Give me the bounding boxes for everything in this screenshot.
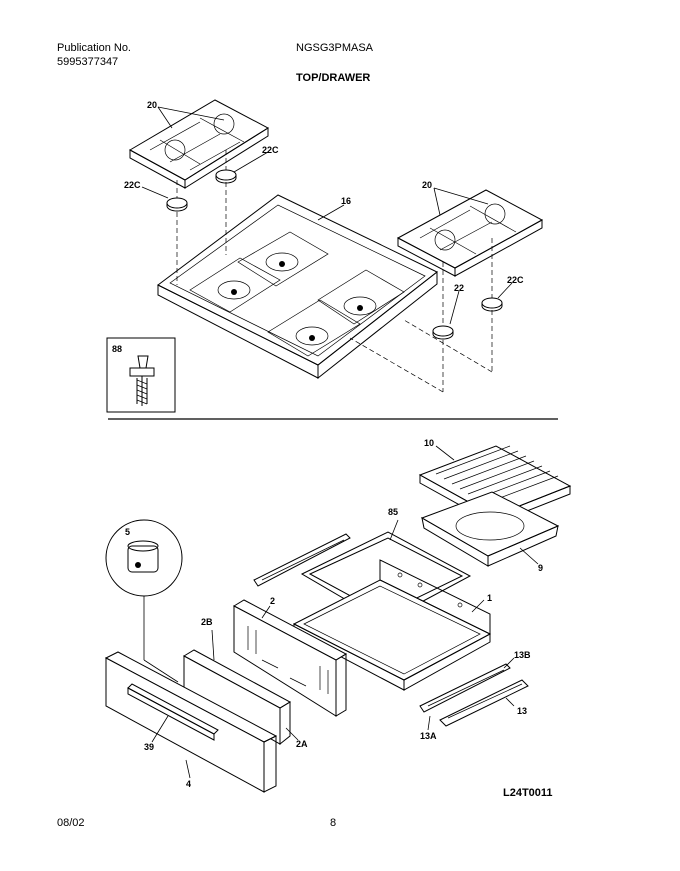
publication-number: 5995377347 — [57, 56, 119, 68]
drawer-front — [104, 651, 278, 793]
model-number: NGSG3PMASA — [296, 42, 374, 54]
callout-22c-right: 22C — [507, 275, 524, 285]
burner-cap-left-lower — [166, 197, 188, 212]
callout-4: 4 — [186, 779, 192, 789]
callout-2a: 2A — [296, 739, 308, 749]
callout-2b: 2B — [201, 617, 213, 627]
callout-22: 22 — [454, 283, 465, 293]
drawer-panel-2b — [182, 649, 292, 746]
callout-85: 85 — [388, 507, 399, 517]
right-burner-grate — [396, 189, 544, 277]
footer-page-number: 8 — [330, 817, 337, 829]
publication-label: Publication No. — [57, 42, 131, 54]
callout-20-right: 20 — [422, 180, 433, 190]
burner-cap-left-upper — [215, 169, 237, 184]
callout-9: 9 — [538, 563, 544, 573]
callout-2: 2 — [270, 596, 276, 606]
left-burner-grate — [128, 99, 270, 189]
callout-20-left: 20 — [147, 100, 158, 110]
callout-10: 10 — [424, 438, 435, 448]
drawer-rail-13b — [419, 663, 511, 713]
footer-date: 08/02 — [57, 817, 85, 829]
drawing-code: L24T0011 — [503, 787, 553, 799]
drawer-rail-13 — [439, 679, 529, 727]
callout-22c-upper: 22C — [262, 145, 279, 155]
drawer-glide-left — [253, 533, 351, 587]
drawer-body — [292, 559, 492, 691]
drawer-inner-panel — [232, 599, 348, 717]
callout-16: 16 — [341, 196, 352, 206]
screw-detail-box — [106, 337, 176, 413]
broiler-pan — [420, 491, 560, 567]
callout-1: 1 — [487, 593, 493, 603]
burner-cap-right-lower — [432, 325, 454, 340]
callout-88: 88 — [112, 344, 123, 354]
callout-13: 13 — [517, 706, 528, 716]
callout-13a: 13A — [420, 731, 437, 741]
burner-cap-right-upper — [481, 297, 503, 312]
section-title: TOP/DRAWER — [296, 72, 371, 84]
cooktop — [157, 194, 438, 380]
callout-39: 39 — [144, 742, 155, 752]
callout-22c-lower: 22C — [124, 180, 141, 190]
knob-detail-circle — [105, 519, 183, 597]
callout-5: 5 — [125, 527, 131, 537]
callout-13b: 13B — [514, 650, 531, 660]
